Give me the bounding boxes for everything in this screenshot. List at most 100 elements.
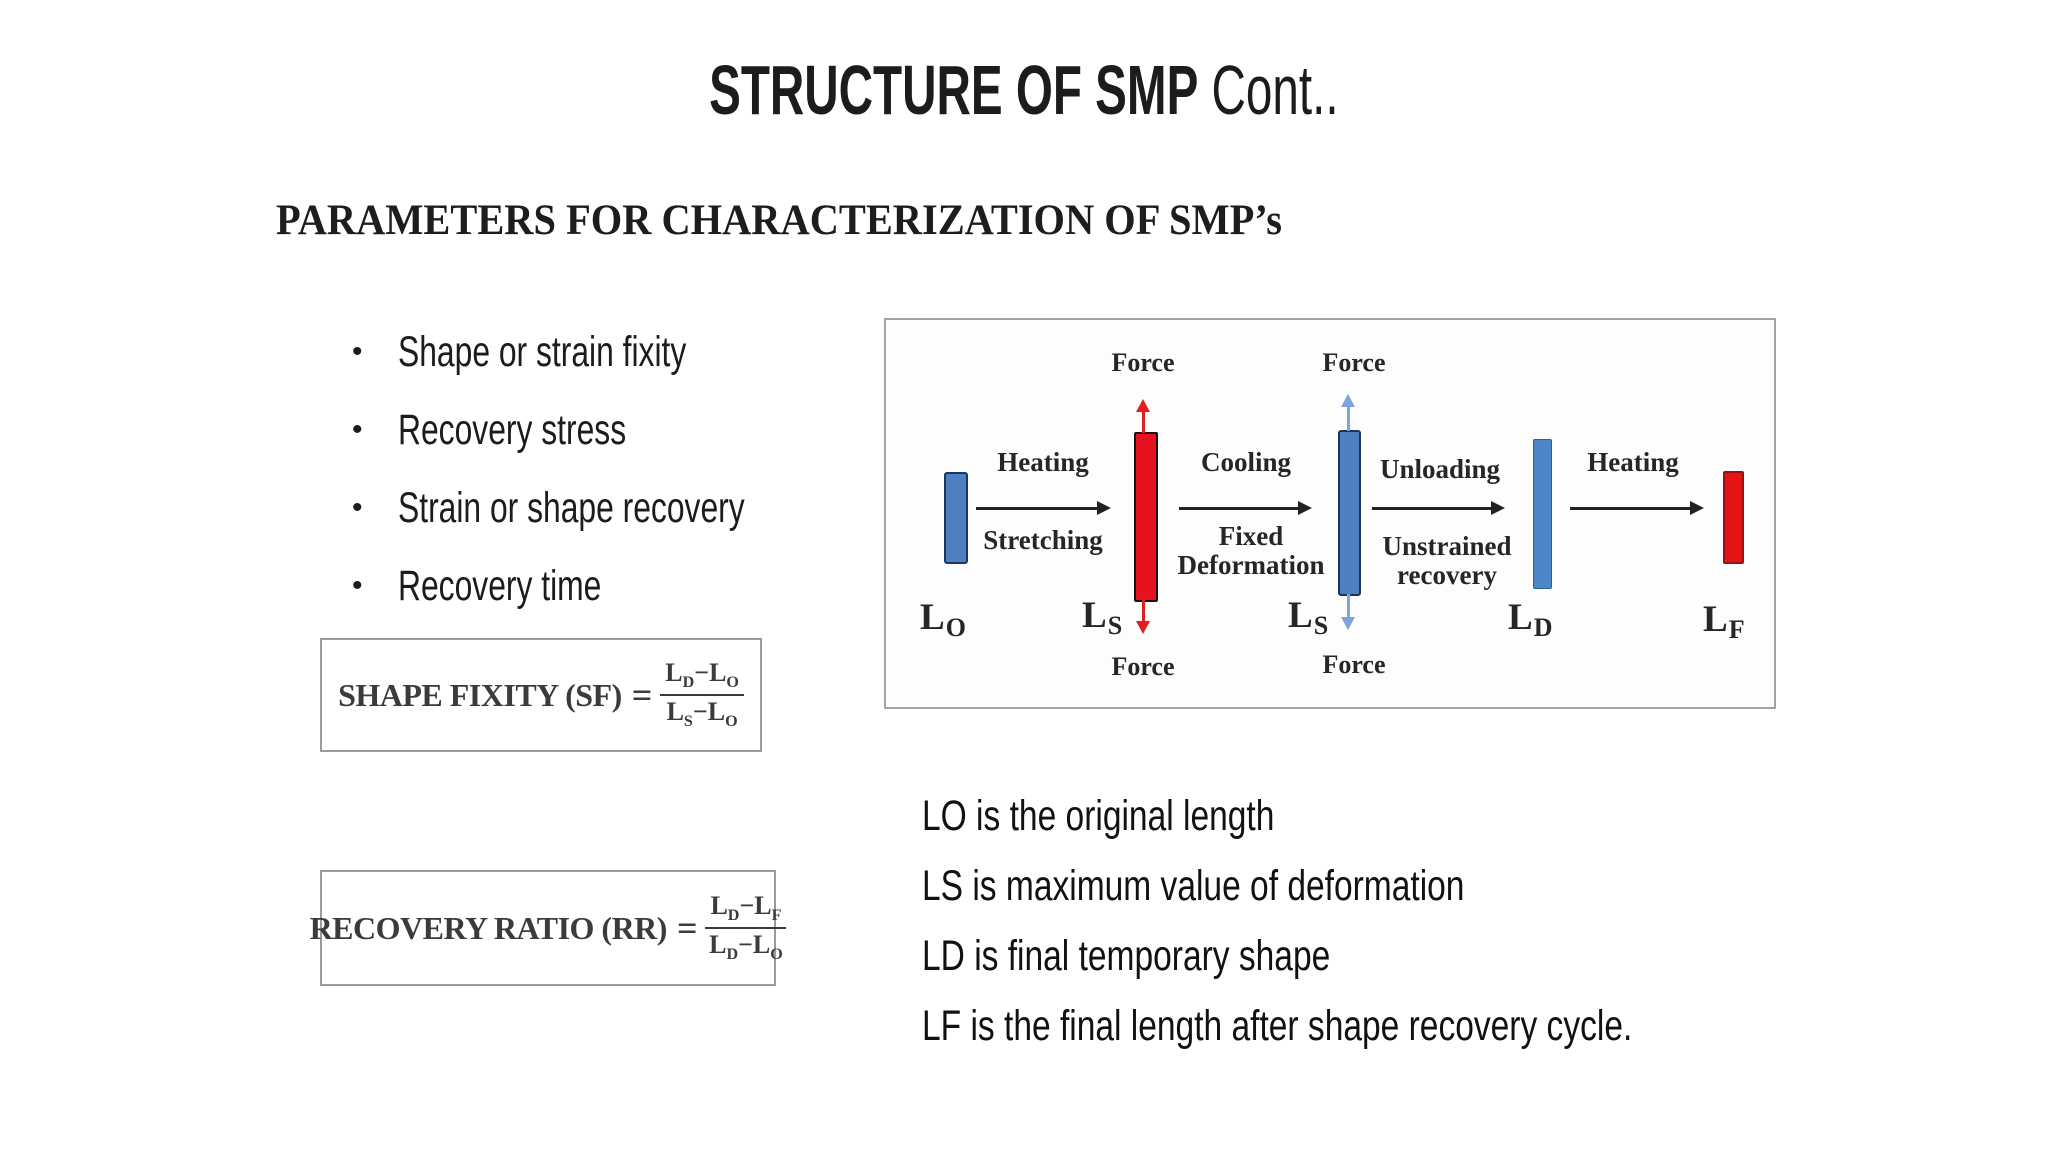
bullet-icon: • bbox=[352, 569, 363, 602]
arrow-unloading bbox=[1372, 501, 1505, 515]
force-label-bottom-left: Force bbox=[1111, 652, 1175, 681]
arrow-heating-stretching bbox=[976, 501, 1111, 515]
list-item: • Strain or shape recovery bbox=[352, 482, 866, 534]
equals-sign: = bbox=[676, 908, 698, 948]
list-item: • Recovery time bbox=[352, 560, 866, 612]
subscript: D bbox=[726, 946, 739, 964]
subscript: S bbox=[1107, 611, 1123, 640]
minus-sign: − bbox=[739, 891, 755, 921]
length-label-ld: LD bbox=[1508, 596, 1553, 642]
force-label-top-left: Force bbox=[1111, 348, 1175, 377]
symbol: L bbox=[754, 891, 772, 921]
section-heading: PARAMETERS FOR CHARACTERIZATION OF SMP’s bbox=[276, 196, 1346, 245]
subscript: D bbox=[682, 674, 695, 692]
subscript: D bbox=[1533, 613, 1553, 642]
force-label-top-right: Force bbox=[1322, 348, 1386, 377]
length-label-lf: LF bbox=[1703, 598, 1745, 644]
definition-text: LD is final temporary shape bbox=[922, 931, 1331, 980]
bullet-text: Shape or strain fixity bbox=[398, 327, 687, 376]
symbol: L bbox=[1082, 595, 1107, 636]
subscript: O bbox=[945, 613, 966, 642]
symbol: L bbox=[665, 658, 683, 688]
step4-heating-label: Heating bbox=[1587, 447, 1679, 477]
arrowhead-icon bbox=[1341, 394, 1355, 407]
minus-sign: − bbox=[692, 697, 708, 726]
title-cont: Cont.. bbox=[1198, 51, 1339, 129]
step2-fixed-deformation-label: Fixed Deformation bbox=[1178, 522, 1325, 580]
bullet-text: Strain or shape recovery bbox=[398, 483, 745, 532]
step3-unstrained-recovery-label: Unstrained recovery bbox=[1382, 532, 1511, 590]
bullet-list: • Shape or strain fixity • Recovery stre… bbox=[352, 326, 866, 638]
symbol: L bbox=[1288, 595, 1313, 636]
fraction-numerator: LD−LF bbox=[705, 891, 787, 929]
symbol: L bbox=[666, 697, 684, 726]
fraction: LD−LF LD−LO bbox=[705, 891, 787, 965]
bullet-text: Recovery time bbox=[398, 561, 602, 610]
label-line: Unstrained bbox=[1382, 531, 1512, 561]
fraction: LD−LO LS−LO bbox=[660, 658, 744, 731]
symbol: L bbox=[709, 930, 727, 959]
symbol: L bbox=[920, 597, 945, 638]
bullet-icon: • bbox=[352, 335, 363, 368]
subscript: O bbox=[725, 713, 738, 731]
bullet-icon: • bbox=[352, 491, 363, 524]
bar-recovered-lf bbox=[1723, 471, 1744, 564]
symbol: L bbox=[707, 697, 726, 726]
force-arrow-up-red bbox=[1136, 399, 1150, 433]
force-arrow-down-blue bbox=[1341, 594, 1355, 630]
length-label-lo: LO bbox=[920, 596, 966, 642]
list-item: LS is maximum value of deformation bbox=[922, 860, 1833, 912]
length-label-ls2: LS bbox=[1288, 594, 1329, 640]
arrowhead-icon bbox=[1491, 501, 1505, 515]
symbol: L bbox=[752, 930, 771, 959]
subscript: F bbox=[771, 907, 782, 925]
list-item: LD is final temporary shape bbox=[922, 930, 1833, 982]
definition-text: LF is the final length after shape recov… bbox=[922, 1001, 1633, 1050]
title-main: STRUCTURE OF SMP bbox=[709, 51, 1199, 129]
subscript: D bbox=[727, 907, 740, 925]
bar-temporary-ld bbox=[1533, 439, 1552, 589]
arrowhead-icon bbox=[1097, 501, 1111, 515]
arrowhead-icon bbox=[1298, 501, 1312, 515]
label-line: recovery bbox=[1397, 560, 1497, 590]
step3-unloading-label: Unloading bbox=[1379, 454, 1501, 484]
formula-label: SHAPE FIXITY (SF) bbox=[338, 676, 622, 713]
arrowhead-icon bbox=[1136, 621, 1150, 634]
arrow-heating-recovery bbox=[1570, 501, 1704, 515]
step1-heating-label: Heating bbox=[997, 447, 1089, 477]
arrowhead-icon bbox=[1136, 399, 1150, 412]
symbol: L bbox=[709, 658, 727, 688]
symbol: L bbox=[1508, 597, 1533, 638]
list-item: LO is the original length bbox=[922, 790, 1833, 842]
force-arrow-down-red bbox=[1136, 598, 1150, 634]
force-label-bottom-right: Force bbox=[1322, 650, 1386, 679]
label-line: Deformation bbox=[1177, 550, 1325, 580]
section-heading-text: PARAMETERS FOR CHARACTERIZATION OF SMP’s bbox=[276, 197, 1283, 244]
bullet-icon: • bbox=[352, 413, 363, 446]
subscript: F bbox=[1728, 615, 1745, 644]
definition-text: LO is the original length bbox=[922, 791, 1275, 840]
fraction-denominator: LD−LO bbox=[705, 929, 786, 965]
page-title: STRUCTURE OF SMP Cont.. bbox=[0, 51, 2048, 129]
minus-sign: − bbox=[694, 658, 710, 688]
recovery-ratio-formula-box: RECOVERY RATIO (RR) = LD−LF LD−LO bbox=[310, 870, 787, 986]
arrowhead-icon bbox=[1341, 617, 1355, 630]
shape-fixity-formula-box: SHAPE FIXITY (SF) = LD−LO LS−LO bbox=[320, 638, 762, 752]
definition-text: LS is maximum value of deformation bbox=[922, 861, 1465, 910]
symbol: L bbox=[1703, 599, 1728, 640]
fraction-numerator: LD−LO bbox=[660, 658, 744, 696]
symbol: L bbox=[710, 891, 728, 921]
subscript: S bbox=[1313, 611, 1329, 640]
bar-original-lo bbox=[944, 472, 968, 564]
subscript: O bbox=[726, 674, 739, 692]
page-title-text: STRUCTURE OF SMP Cont.. bbox=[709, 51, 1339, 129]
equals-sign: = bbox=[631, 675, 653, 715]
fraction-denominator: LS−LO bbox=[660, 696, 744, 732]
subscript: S bbox=[683, 713, 693, 731]
arrow-cooling bbox=[1179, 501, 1312, 515]
minus-sign: − bbox=[738, 930, 753, 959]
arrowhead-icon bbox=[1690, 501, 1704, 515]
bar-cooled-ls bbox=[1338, 430, 1361, 596]
list-item: • Recovery stress bbox=[352, 404, 866, 456]
